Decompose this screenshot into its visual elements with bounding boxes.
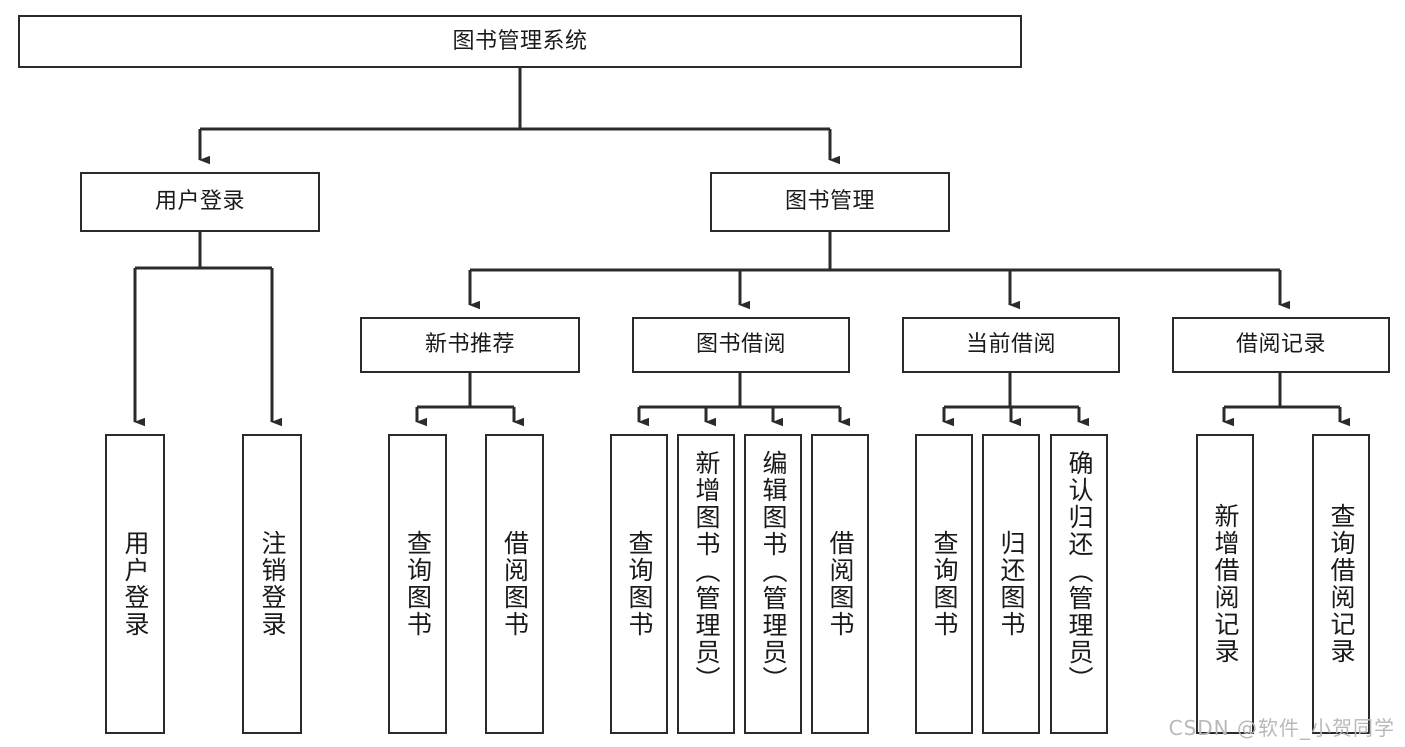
node-label: 当前借阅 bbox=[965, 332, 1056, 358]
node-label: 新书推荐 bbox=[424, 332, 515, 358]
node-book-management[interactable]: 图书管理 bbox=[710, 172, 950, 232]
node-label: 查询借阅记录 bbox=[1327, 503, 1356, 665]
node-label: 查询图书 bbox=[930, 530, 959, 638]
leaf-current-return-book[interactable]: 归还图书 bbox=[982, 434, 1040, 734]
node-label: 借阅图书 bbox=[826, 530, 855, 638]
leaf-record-add-record[interactable]: 新增借阅记录 bbox=[1196, 434, 1254, 734]
node-label: 注销登录 bbox=[258, 530, 287, 638]
leaf-borrow-add-book-admin[interactable]: 新增图书（管理员） bbox=[677, 434, 735, 734]
leaf-user-login-logout[interactable]: 注销登录 bbox=[242, 434, 302, 734]
leaf-current-confirm-return-admin[interactable]: 确认归还（管理员） bbox=[1050, 434, 1108, 734]
leaf-recommend-borrow-book[interactable]: 借阅图书 bbox=[485, 434, 544, 734]
node-label: 新增图书（管理员） bbox=[692, 450, 721, 693]
leaf-borrow-query-book[interactable]: 查询图书 bbox=[610, 434, 668, 734]
leaf-current-query-book[interactable]: 查询图书 bbox=[915, 434, 973, 734]
leaf-borrow-edit-book-admin[interactable]: 编辑图书（管理员） bbox=[744, 434, 802, 734]
node-current-borrow[interactable]: 当前借阅 bbox=[902, 317, 1120, 373]
node-label: 新增借阅记录 bbox=[1211, 503, 1240, 665]
node-label: 编辑图书（管理员） bbox=[759, 450, 788, 693]
node-new-book-recommend[interactable]: 新书推荐 bbox=[360, 317, 580, 373]
node-borrow-record[interactable]: 借阅记录 bbox=[1172, 317, 1390, 373]
node-label: 图书管理系统 bbox=[452, 28, 588, 54]
leaf-record-query-record[interactable]: 查询借阅记录 bbox=[1312, 434, 1370, 734]
leaf-recommend-query-book[interactable]: 查询图书 bbox=[388, 434, 447, 734]
node-label: 用户登录 bbox=[154, 189, 245, 215]
leaf-user-login-login[interactable]: 用户登录 bbox=[105, 434, 165, 734]
node-label: 用户登录 bbox=[121, 530, 150, 638]
node-label: 查询图书 bbox=[403, 530, 433, 638]
node-user-login[interactable]: 用户登录 bbox=[80, 172, 320, 232]
node-label: 归还图书 bbox=[997, 530, 1026, 638]
node-label: 借阅图书 bbox=[500, 530, 530, 638]
node-book-borrow[interactable]: 图书借阅 bbox=[632, 317, 850, 373]
leaf-borrow-borrow-book[interactable]: 借阅图书 bbox=[811, 434, 869, 734]
node-label: 查询图书 bbox=[625, 530, 654, 638]
node-label: 确认归还（管理员） bbox=[1065, 450, 1094, 693]
node-root-system[interactable]: 图书管理系统 bbox=[18, 15, 1022, 68]
node-label: 借阅记录 bbox=[1235, 332, 1326, 358]
watermark-text: CSDN @软件_小贺同学 bbox=[1168, 716, 1395, 740]
node-label: 图书借阅 bbox=[695, 332, 786, 358]
node-label: 图书管理 bbox=[784, 189, 875, 215]
